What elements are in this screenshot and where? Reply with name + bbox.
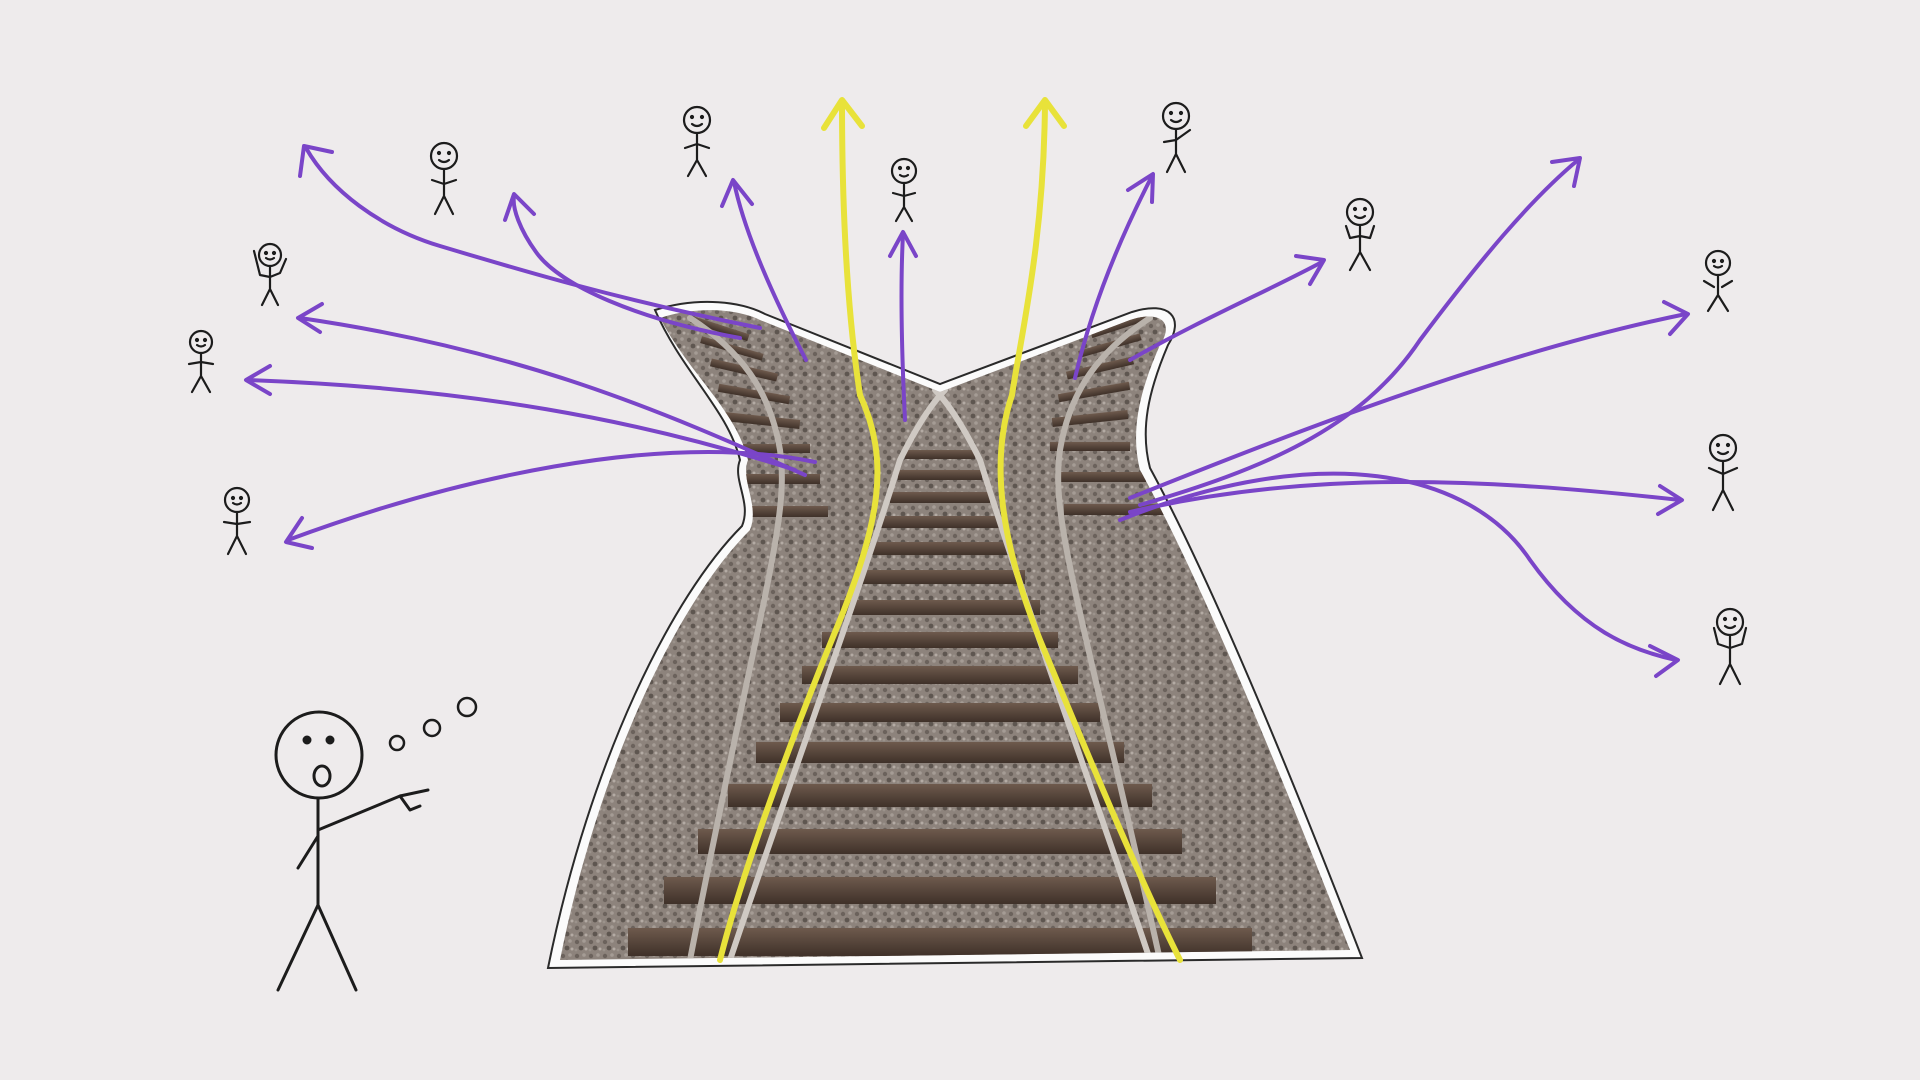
stick-figure-icon [1702, 249, 1734, 313]
stick-figure-icon [429, 141, 459, 216]
yellow-arrow-right [1009, 97, 1067, 398]
sleepers-right-branch [1050, 312, 1164, 515]
thinking-stick-figure-icon [274, 710, 430, 992]
yellow-arrow-left [821, 97, 865, 398]
small-stick-figures [187, 101, 1748, 686]
stick-figure-icon [1707, 433, 1739, 512]
yellow-rail-highlight-right [997, 392, 1183, 963]
purple-arrow-9 [1128, 254, 1326, 362]
stick-figure-icon [682, 105, 712, 178]
stick-figure-icon [890, 157, 918, 223]
purple-arrow-13 [1118, 471, 1680, 678]
stick-figure-icon [1712, 607, 1748, 686]
purple-arrow-6 [720, 178, 808, 362]
stick-figure-icon [252, 242, 288, 307]
purple-arrow-8 [1073, 172, 1155, 380]
yellow-rail-highlight-left [717, 392, 881, 963]
purple-arrow-12 [1128, 480, 1684, 516]
purple-arrow-7 [888, 230, 918, 422]
purple-arrow-11 [1128, 300, 1690, 500]
thought-bubble-icon [388, 696, 478, 752]
stick-figure-icon [222, 486, 252, 556]
stick-figure-icon [1161, 101, 1192, 174]
purple-arrow-1 [298, 144, 762, 330]
railway-junction-photo [546, 300, 1364, 970]
purple-arrow-2 [503, 192, 742, 340]
arm-pointing [316, 788, 430, 832]
stick-figure-icon [187, 329, 215, 394]
purple-arrow-3 [296, 302, 807, 477]
purple-arrow-4 [244, 364, 797, 472]
stick-figure-icon [1344, 197, 1376, 272]
arm-left [296, 834, 320, 870]
purple-arrow-10 [1138, 156, 1582, 507]
open-mouth [312, 764, 332, 788]
purple-arrows [244, 144, 1690, 678]
legs [276, 903, 358, 992]
yellow-arrows [717, 97, 1183, 963]
purple-arrow-5 [284, 450, 817, 550]
